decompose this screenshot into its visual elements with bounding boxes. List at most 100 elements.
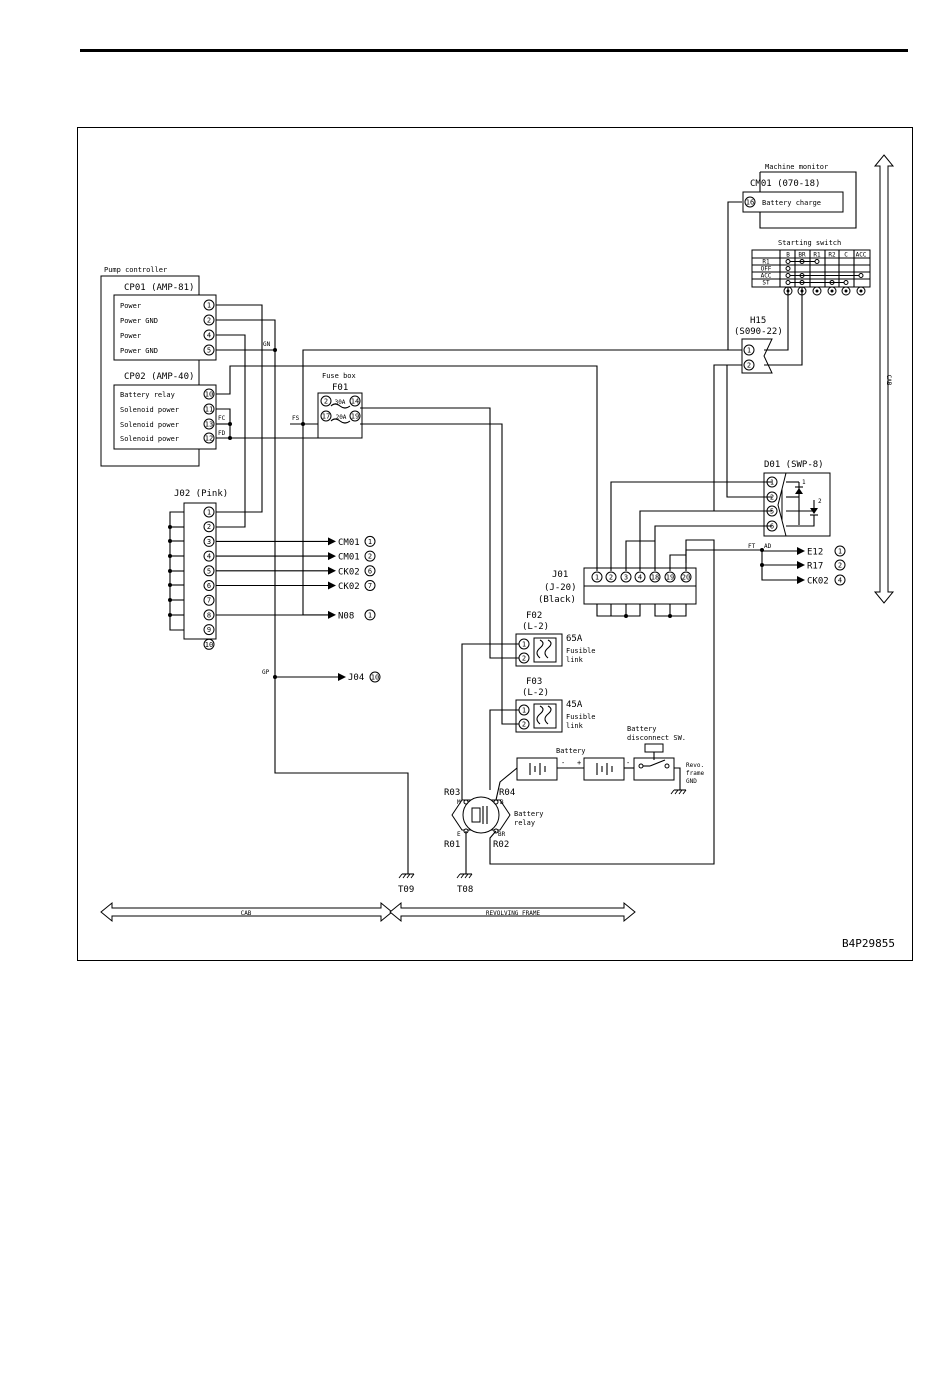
j02-pin-5: 5: [207, 567, 211, 575]
cp02-pin-11: 11: [205, 406, 213, 414]
battery-label: Battery: [556, 747, 586, 755]
header-rule: [80, 49, 908, 52]
ss-row-r1: R1: [762, 259, 770, 266]
cp02-label-3: Solenoid power: [120, 435, 179, 443]
d01-connector-label: D01 (SWP-8): [764, 460, 824, 470]
f02-pin-2: 2: [522, 655, 526, 663]
relay-terminal-br: BR: [498, 831, 506, 838]
j02-pin-6: 6: [207, 582, 211, 590]
j01-pin-19: 19: [666, 574, 674, 582]
cp02-pin-13: 13: [205, 421, 213, 429]
cp02-label-0: Battery relay: [120, 391, 175, 399]
f01-pin-2: 2: [324, 398, 328, 406]
splice-ft: FT: [748, 543, 756, 550]
cp02-connector-label: CP02 (AMP-40): [124, 372, 194, 382]
d01-mark-1: 1: [802, 479, 806, 486]
cp02-pin-12: 12: [205, 435, 213, 443]
j02-pin-9: 9: [207, 626, 211, 634]
j02-pin-4: 4: [207, 553, 211, 561]
f03-name: F03: [526, 677, 542, 687]
cp01-label-1: Power GND: [120, 317, 158, 325]
r02-label: R02: [493, 840, 509, 850]
wiring: GN FC FD FS: [168, 201, 803, 866]
d01-mark-2: 2: [818, 498, 822, 505]
battery-charge-label: Battery charge: [762, 199, 821, 207]
fusible-link-f03: F03 (L-2) 1 2 45A Fusible link: [515, 677, 596, 733]
j02-dest-4: N08: [338, 611, 354, 621]
cp01-pin-2: 2: [207, 317, 211, 325]
t09-label: T09: [398, 885, 414, 895]
f03-pin-2: 2: [522, 721, 526, 729]
revo-gnd-3: GND: [686, 778, 697, 785]
machine-monitor: Machine monitor CM01 (070-18) 16 Battery…: [742, 163, 857, 229]
f02-pin-1: 1: [522, 641, 526, 649]
j02-pin-2: 2: [207, 523, 211, 531]
f01-pin-14: 14: [351, 398, 359, 406]
relay-terminal-b: B: [500, 799, 504, 806]
pump-controller: Pump controller CP01 (AMP-81) CP02 (AMP-…: [100, 266, 217, 467]
j01-pin-20: 20: [682, 574, 690, 582]
fuse-box-title: Fuse box: [322, 372, 356, 380]
f03-connector-label: (L-2): [522, 688, 549, 698]
splice-ad: AD: [764, 543, 772, 550]
diagram-frame: [77, 127, 913, 961]
relay-terminal-e: E: [457, 831, 461, 838]
f03-label-2: link: [566, 722, 584, 730]
j04-pin: 10: [371, 674, 379, 682]
f03-label-1: Fusible: [566, 713, 596, 721]
cm01-connector-label: CM01 (070-18): [750, 179, 820, 189]
splice-fc: FC: [218, 415, 226, 422]
j02-dest-pin-1: 2: [368, 553, 372, 561]
j01-pin-1: 1: [595, 574, 599, 582]
j02-dest-pin-2: 6: [368, 567, 372, 575]
machine-monitor-title: Machine monitor: [765, 163, 828, 171]
pump-controller-title: Pump controller: [104, 266, 167, 274]
j01-pin-18: 18: [651, 574, 659, 582]
ss-col-r2: R2: [828, 252, 836, 259]
t08-label: T08: [457, 885, 473, 895]
region-revolving-frame: REVOLVING FRAME: [486, 910, 541, 917]
ss-row-st: ST: [762, 280, 770, 287]
cp01-label-0: Power: [120, 302, 141, 310]
h15-connector-label: (S090-22): [734, 327, 783, 337]
splice-gp: GP: [262, 669, 270, 676]
battery-relay: R03 R04 R01 R02 M B E BR Battery relay: [444, 788, 544, 850]
cm01-pin-16: 16: [746, 199, 754, 207]
output-pin-2: 4: [838, 577, 842, 585]
j02-dest-3: CK02: [338, 582, 360, 592]
h15-pin-2: 2: [747, 362, 751, 370]
f02-connector-label: (L-2): [522, 622, 549, 632]
output-target-2: CK02: [807, 577, 829, 587]
j02-pin-1: 1: [207, 509, 211, 517]
j02-dest-0: CM01: [338, 538, 360, 548]
cp02-label-1: Solenoid power: [120, 406, 179, 414]
ss-col-b: B: [786, 252, 790, 259]
relay-terminal-m: M: [457, 799, 461, 806]
revo-gnd-2: frame: [686, 770, 704, 777]
splice-gn: GN: [263, 341, 271, 348]
f01-20a: 20A: [336, 414, 347, 421]
region-arrows: CAB REVOLVING FRAME CAB: [100, 154, 895, 923]
h15-pin-1: 1: [747, 347, 751, 355]
ground-t08: [456, 865, 473, 879]
j02-dest-2: CK02: [338, 567, 360, 577]
r01-label: R01: [444, 840, 460, 850]
j02-connector-label: J02 (Pink): [174, 489, 228, 499]
ss-col-br: BR: [798, 252, 806, 259]
cp02-pin-10: 10: [205, 391, 213, 399]
f03-pin-1: 1: [522, 707, 526, 715]
f01-pin-17: 17: [322, 413, 330, 421]
j02-pin-7: 7: [207, 597, 211, 605]
f02-name: F02: [526, 611, 542, 621]
splice-fs: FS: [292, 415, 300, 422]
r04-label: R04: [499, 788, 515, 798]
r03-label: R03: [444, 788, 460, 798]
battery-relay-label-2: relay: [514, 819, 535, 827]
j01-pin-4: 4: [638, 574, 642, 582]
splice-fd: FD: [218, 430, 226, 437]
ground-t09: [398, 865, 415, 879]
j01-connector-label: (J-20): [544, 583, 577, 593]
